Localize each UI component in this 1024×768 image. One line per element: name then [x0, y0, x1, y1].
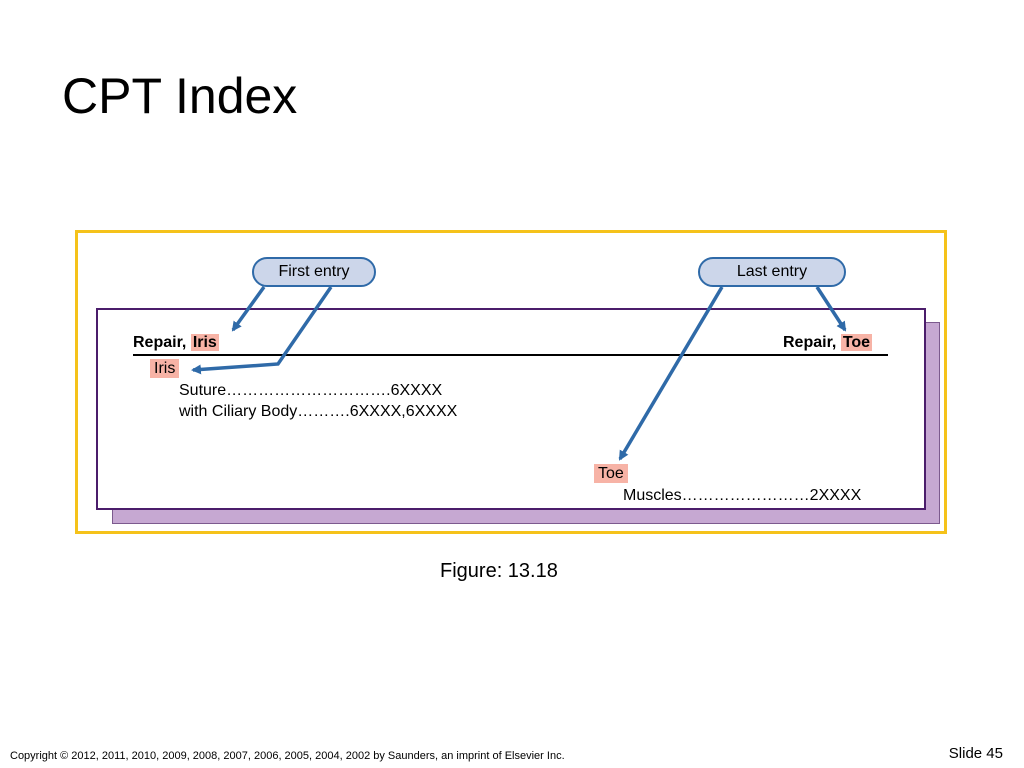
iris-entry-suture: Suture………………………….6XXXX [179, 382, 443, 399]
iris-entry-ciliary: with Ciliary Body……….6XXXX,6XXXX [179, 403, 458, 420]
last-entry-label: Last entry [698, 257, 846, 287]
copyright-footer: Copyright © 2012, 2011, 2010, 2009, 2008… [10, 750, 565, 762]
toe-entry-muscles: Muscles……………………2XXXX [623, 487, 862, 504]
left-head-term: Iris [190, 334, 219, 351]
arrow-last-to-toe-term [618, 286, 724, 461]
arrow-first-to-iris-term [191, 286, 333, 375]
arrow-first-to-iris-heading [231, 285, 266, 332]
toe-main-term: Toe [594, 464, 628, 484]
right-running-head: Repair, Toe [783, 333, 873, 353]
figure-caption: Figure: 13.18 [440, 560, 558, 582]
figure-frame [75, 230, 947, 534]
index-page [96, 308, 926, 510]
right-head-term: Toe [840, 334, 873, 351]
arrow-last-to-toe-heading [815, 286, 847, 332]
heading-rule [133, 354, 888, 356]
toe-term-label: Toe [594, 464, 628, 483]
slide-title: CPT Index [62, 68, 298, 124]
right-head-prefix: Repair, [783, 334, 841, 351]
slide-number: Slide 45 [948, 745, 1003, 762]
iris-term-label: Iris [150, 359, 180, 378]
iris-main-term: Iris [150, 359, 180, 379]
left-head-prefix: Repair, [133, 334, 191, 351]
first-entry-label: First entry [252, 257, 376, 287]
left-running-head: Repair, Iris [133, 333, 219, 353]
